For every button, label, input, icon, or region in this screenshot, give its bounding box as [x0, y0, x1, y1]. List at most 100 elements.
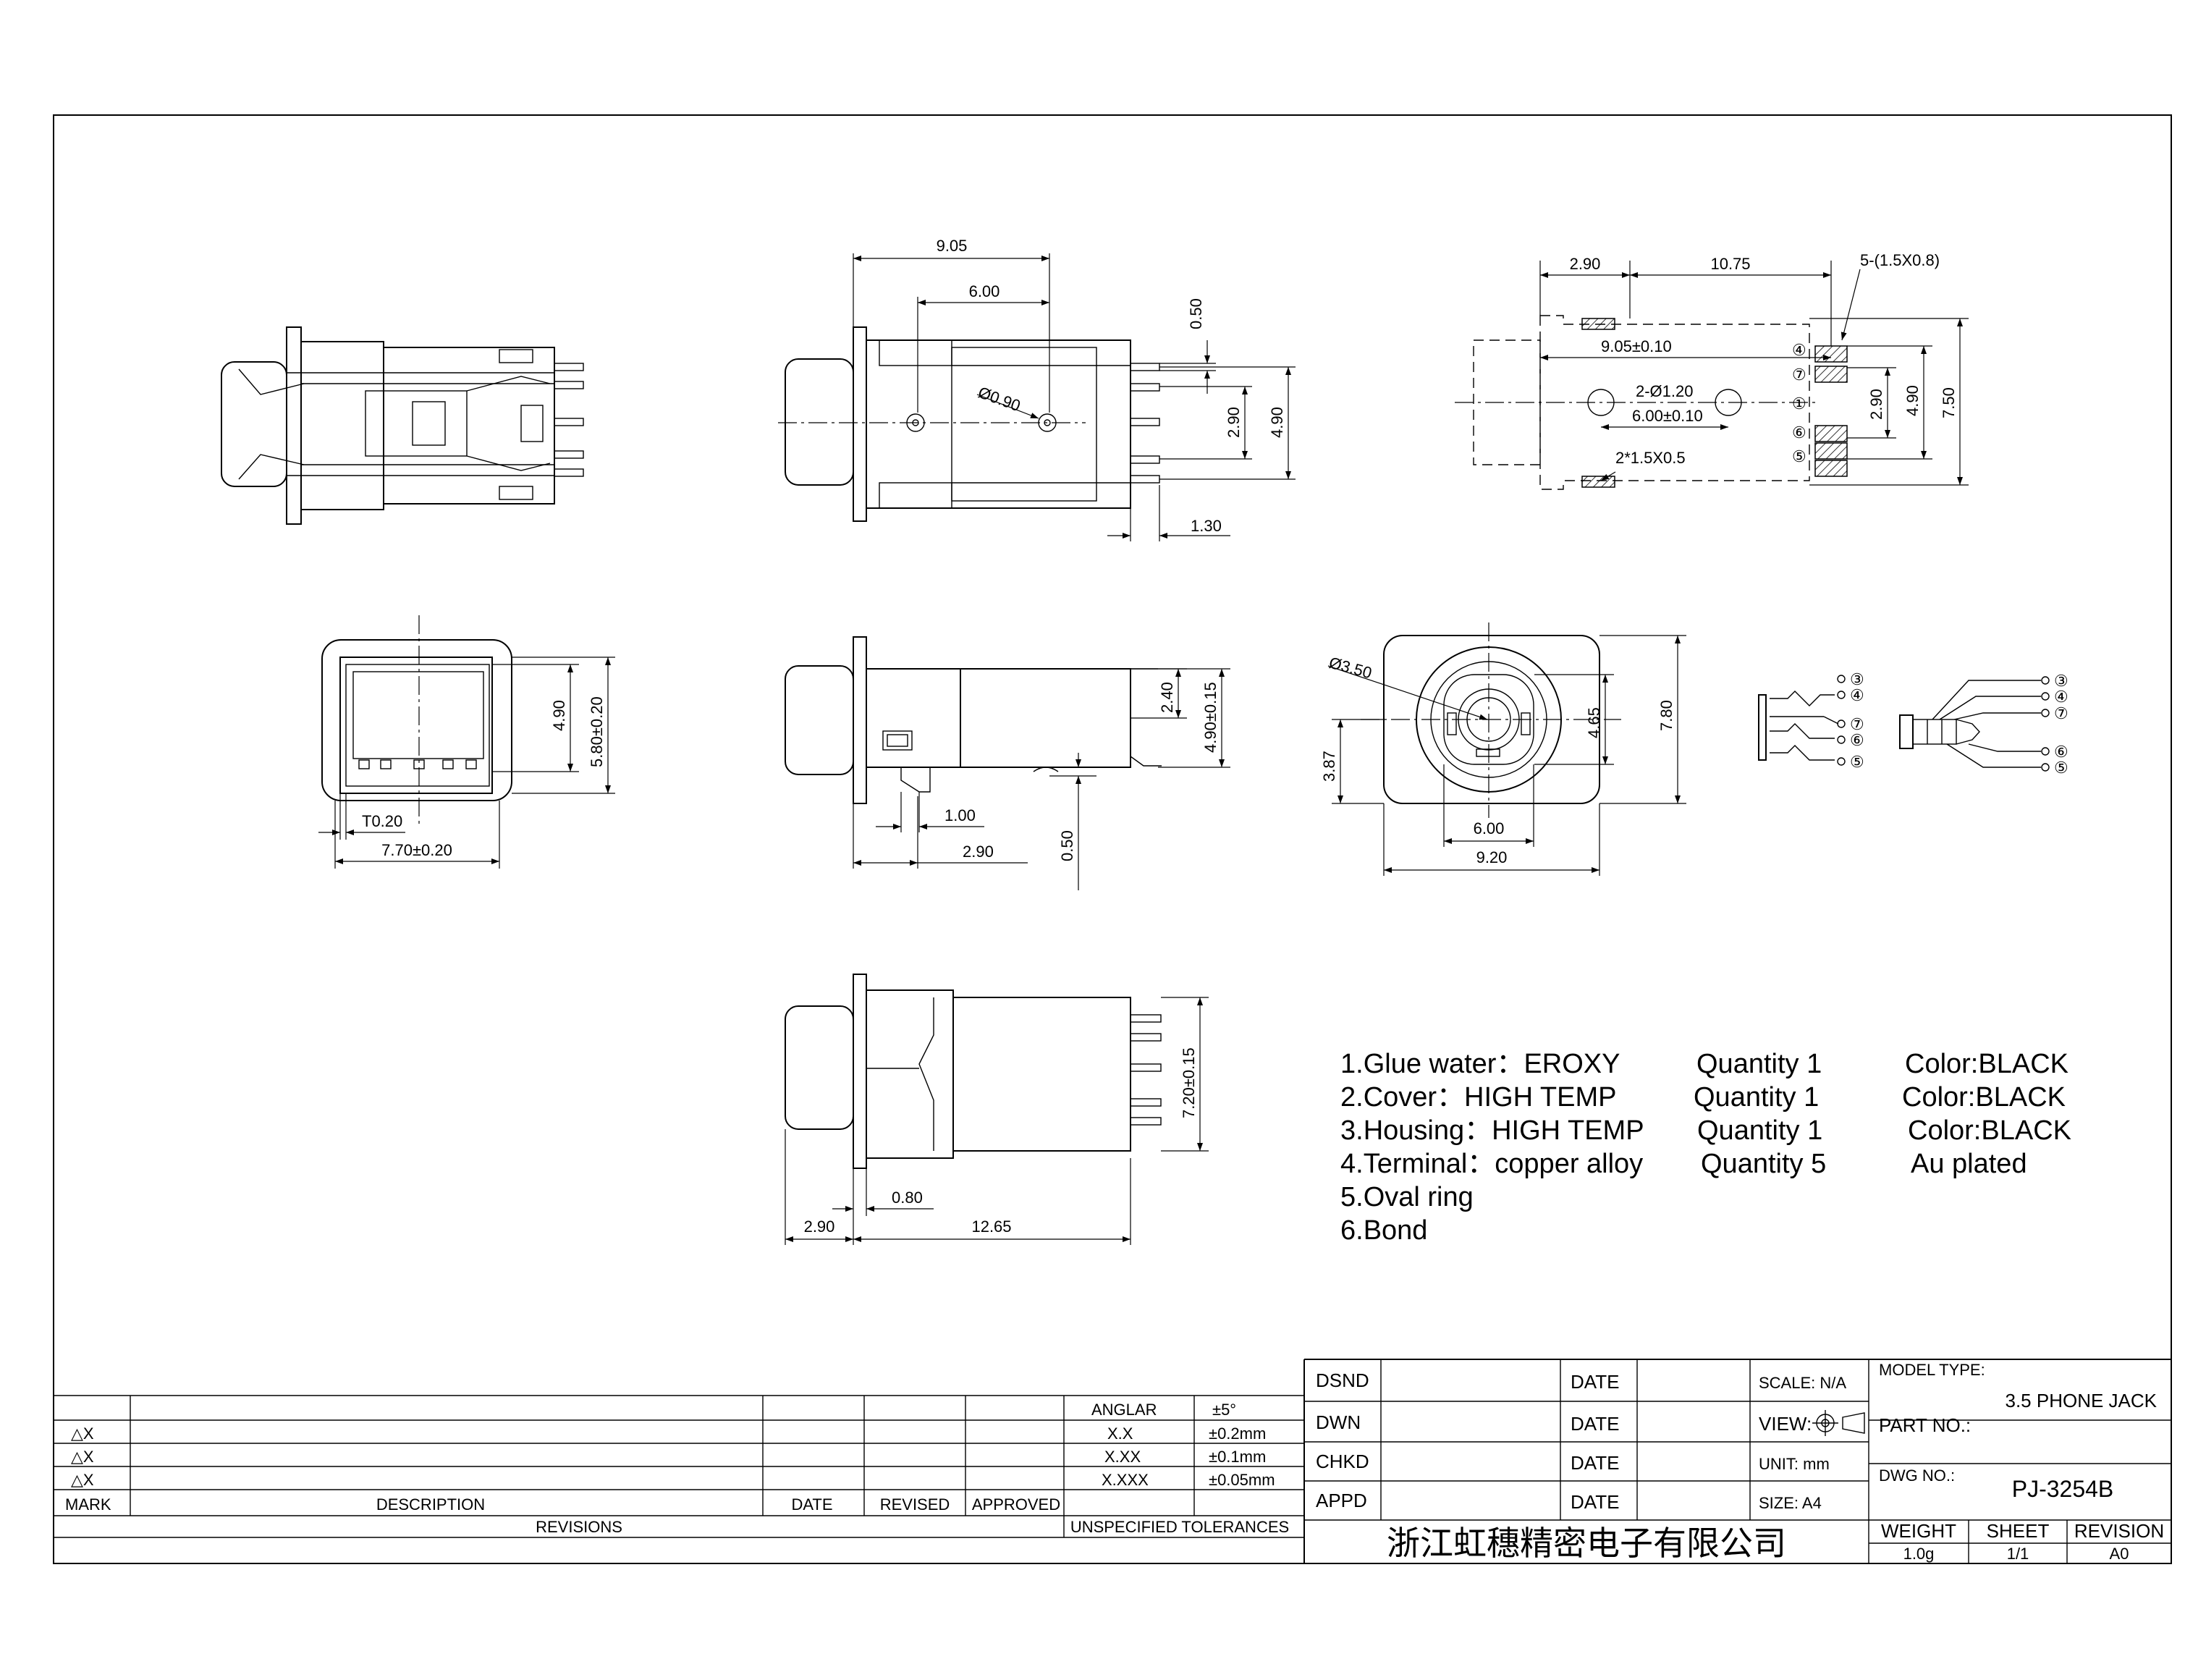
dim-rear-3-87: 3.87 — [1320, 751, 1338, 782]
note-spec-4: Au plated — [1911, 1149, 2027, 1179]
schem-right-7: ⑦ — [2054, 704, 2068, 722]
tol-angle-value: ±5° — [1212, 1401, 1236, 1419]
dim-side-1-00: 1.00 — [944, 806, 976, 824]
tb-appd: APPD — [1316, 1490, 1367, 1511]
tb-view: VIEW: — [1759, 1413, 1812, 1435]
revision-block: △X △X △X MARK DESCRIPTION DATE REVISED A… — [54, 1395, 1304, 1538]
tb-unit: UNIT: mm — [1759, 1455, 1830, 1473]
dim-pcb-holes: 2-Ø1.20 — [1636, 382, 1694, 400]
schem-right-6: ⑥ — [2054, 743, 2068, 761]
view-pcb-footprint: ④ ⑦ ① ⑥ ⑤ — [1455, 315, 1848, 490]
dim-pcb-10-75: 10.75 — [1710, 255, 1750, 273]
note-item-5: 5.Oval ring — [1340, 1182, 1474, 1212]
rev-date-header: DATE — [791, 1495, 832, 1514]
note-qty-1: Quantity 1 — [1696, 1049, 1822, 1079]
tol-row-1-value: ±0.2mm — [1209, 1424, 1266, 1443]
revisions-title: REVISIONS — [536, 1518, 622, 1536]
tb-revision-value: A0 — [2110, 1545, 2129, 1563]
tol-row-1-label: X.X — [1107, 1424, 1133, 1443]
dim-pcb-7-50: 7.50 — [1940, 387, 1958, 418]
note-qty-2: Quantity 1 — [1694, 1082, 1819, 1113]
tb-part-label: PART NO.: — [1879, 1414, 1971, 1436]
tol-row-3-label: X.XXX — [1102, 1471, 1149, 1489]
dims-bottom: 7.20±0.15 0.80 2.90 12.65 — [785, 997, 1209, 1245]
note-spec-2: Color:BLACK — [1902, 1082, 2066, 1113]
view-side-center — [785, 636, 1162, 804]
note-qty-4: Quantity 5 — [1701, 1149, 1826, 1179]
dim-pcb-pads: 5-(1.5X0.8) — [1860, 251, 1940, 269]
projection-icon — [1812, 1410, 1865, 1436]
note-qty-3: Quantity 1 — [1697, 1115, 1822, 1146]
dim-1-30: 1.30 — [1191, 517, 1222, 535]
dim-pcb-9-05: 9.05±0.10 — [1601, 337, 1672, 355]
rev-mark-header: MARK — [65, 1495, 111, 1514]
dim-6-00: 6.00 — [969, 282, 1000, 300]
rev-mark-2: △X — [71, 1448, 94, 1466]
tb-date-1: DATE — [1571, 1371, 1619, 1393]
tb-dwn: DWN — [1316, 1411, 1361, 1433]
dim-side-2-40: 2.40 — [1158, 682, 1176, 713]
pin-label-4: ④ — [1792, 341, 1806, 359]
tb-dsnd: DSND — [1316, 1369, 1369, 1391]
dims-pcb-footprint: 2.90 10.75 5-(1.5X0.8) 9.05±0.10 2-Ø1.20… — [1539, 251, 1969, 486]
dim-rear-7-80: 7.80 — [1657, 700, 1675, 731]
tb-company: 浙江虹穗精密电子有限公司 — [1387, 1524, 1786, 1562]
view-top-center — [778, 326, 1160, 522]
dim-9-05: 9.05 — [937, 237, 968, 255]
dim-bottom-7-20: 7.20±0.15 — [1180, 1047, 1198, 1118]
schem-left-3: ③ — [1850, 670, 1864, 688]
tb-date-3: DATE — [1571, 1452, 1619, 1474]
view-bottom — [785, 974, 1162, 1169]
dim-pcb-v-2-90: 2.90 — [1867, 389, 1885, 420]
tb-revision-label: REVISION — [2074, 1520, 2164, 1542]
dim-front-4-90: 4.90 — [550, 700, 568, 731]
schem-right-5: ⑤ — [2054, 759, 2068, 777]
note-item-1: 1.Glue water：EROXY — [1340, 1049, 1620, 1079]
rev-mark-3: △X — [71, 1471, 94, 1489]
schem-right-4: ④ — [2054, 688, 2068, 706]
tb-model-label: MODEL TYPE: — [1879, 1361, 1985, 1379]
dim-0-50: 0.50 — [1187, 298, 1205, 329]
material-notes: 1.Glue water：EROXY Quantity 1 Color:BLAC… — [1340, 1049, 2071, 1246]
tol-angle-label: ANGLAR — [1091, 1401, 1157, 1419]
tolerances-title: UNSPECIFIED TOLERANCES — [1070, 1518, 1289, 1536]
dim-side-4-90: 4.90±0.15 — [1201, 682, 1220, 753]
dim-rear-6-00: 6.00 — [1474, 819, 1505, 837]
schem-left-6: ⑥ — [1850, 731, 1864, 749]
dim-front-5-80: 5.80±0.20 — [588, 696, 606, 767]
note-spec-3: Color:BLACK — [1908, 1115, 2071, 1146]
note-item-3: 3.Housing：HIGH TEMP — [1340, 1115, 1644, 1146]
dim-side-0-50: 0.50 — [1058, 830, 1076, 861]
dim-bottom-2-90: 2.90 — [804, 1217, 835, 1236]
note-item-6: 6.Bond — [1340, 1215, 1427, 1246]
dim-pcb-2-90: 2.90 — [1570, 255, 1601, 273]
rev-revised-header: REVISED — [880, 1495, 950, 1514]
pin-label-1: ① — [1792, 394, 1806, 413]
schem-left-7: ⑦ — [1850, 715, 1864, 733]
sheet-border — [53, 114, 2172, 1564]
schem-left-5: ⑤ — [1850, 753, 1864, 771]
dim-pcb-6-00: 6.00±0.10 — [1632, 407, 1703, 425]
tb-sheet-label: SHEET — [1987, 1520, 2050, 1542]
dims-front: 4.90 5.80±0.20 T0.20 7.70±0.20 — [318, 657, 615, 869]
view-front — [321, 615, 512, 825]
note-spec-1: Color:BLACK — [1905, 1049, 2068, 1079]
dims-rear: Ø3.50 4.65 7.80 3.87 6.00 9.20 — [1320, 635, 1686, 876]
rev-mark-1: △X — [71, 1424, 94, 1443]
pin-label-7: ⑦ — [1792, 366, 1806, 384]
note-item-2: 2.Cover：HIGH TEMP — [1340, 1082, 1617, 1113]
dim-front-7-70: 7.70±0.20 — [381, 841, 452, 859]
note-item-4: 4.Terminal：copper alloy — [1340, 1149, 1643, 1179]
tb-date-4: DATE — [1571, 1491, 1619, 1513]
dim-rear-3-50: Ø3.50 — [1327, 654, 1374, 683]
tb-dwg-value: PJ-3254B — [2012, 1476, 2114, 1502]
dim-2-90: 2.90 — [1225, 407, 1243, 438]
tb-scale: SCALE: N/A — [1759, 1374, 1846, 1392]
tb-sheet-value: 1/1 — [2007, 1545, 2029, 1563]
tb-chkd: CHKD — [1316, 1451, 1369, 1472]
dim-bottom-12-65: 12.65 — [971, 1217, 1011, 1236]
schematic-plug: ③ ④ ⑦ ⑥ ⑤ — [1899, 672, 2068, 777]
dim-hole-0-90: Ø0.90 — [976, 383, 1023, 415]
